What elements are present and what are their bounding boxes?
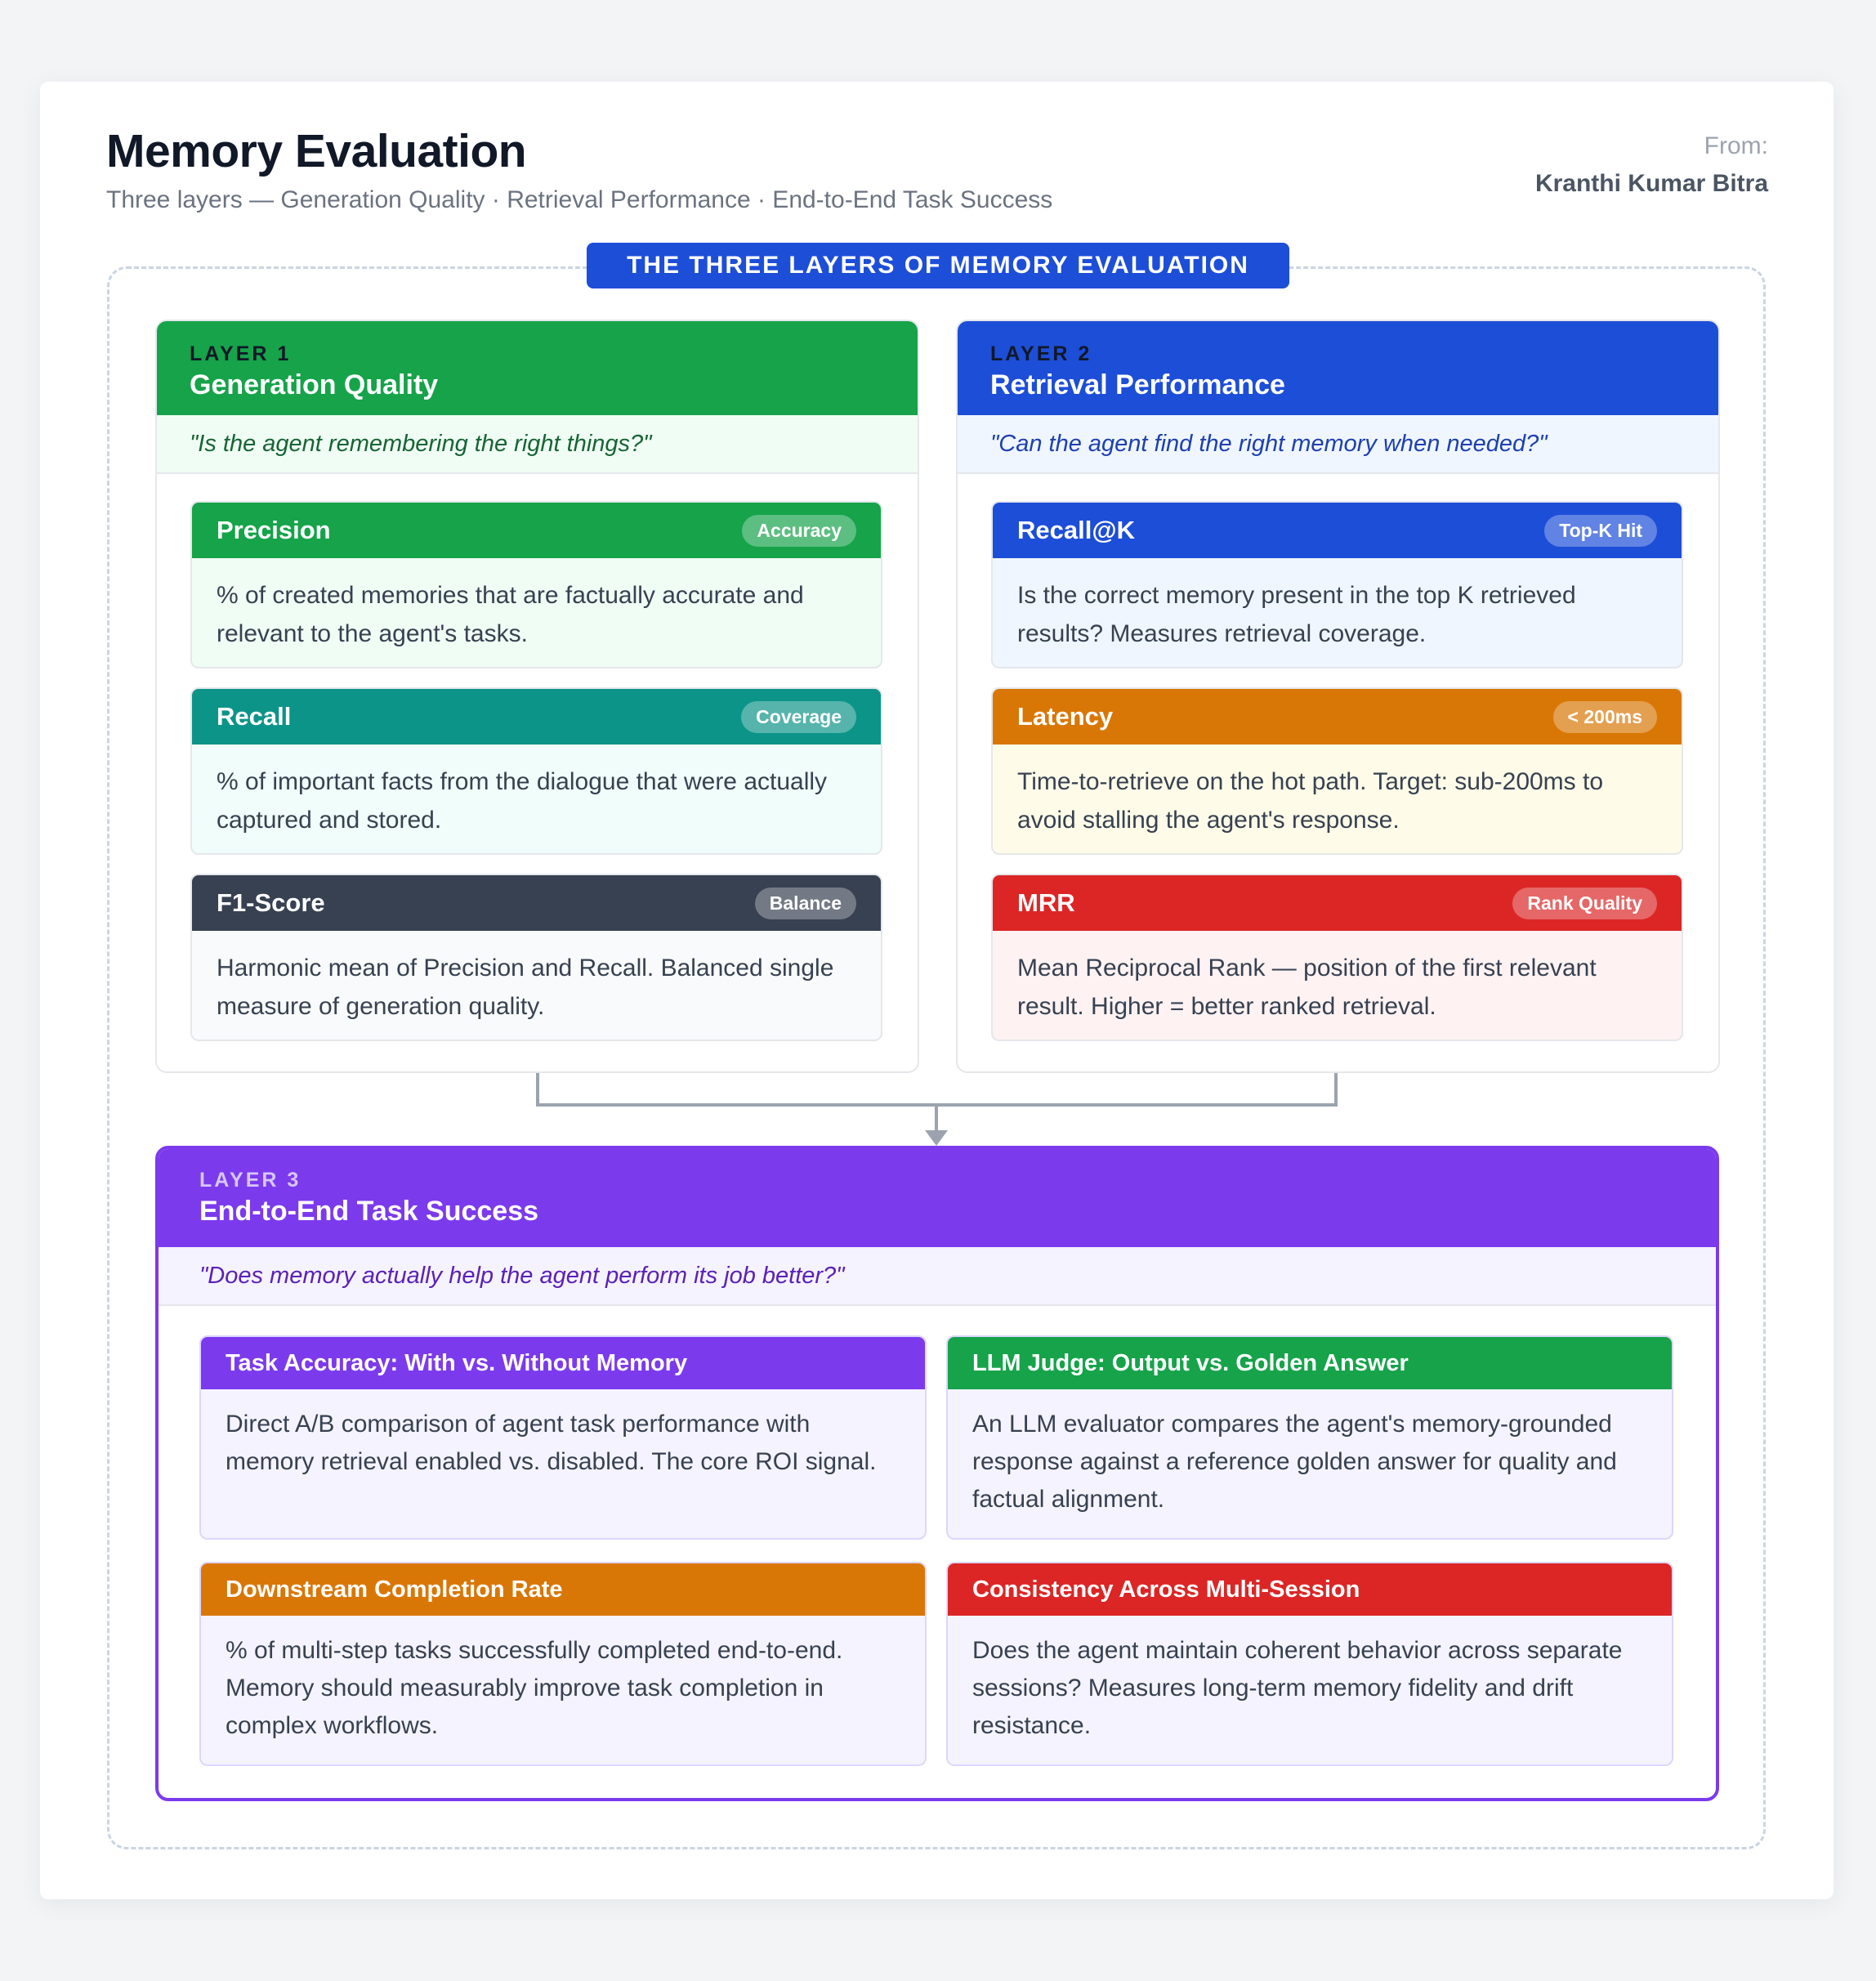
l3-item-title: Task Accuracy: With vs. Without Memory xyxy=(201,1337,925,1389)
page-subtitle: Three layers — Generation Quality · Retr… xyxy=(106,186,1053,213)
layer3-question: "Does memory actually help the agent per… xyxy=(159,1247,1716,1306)
from-label: From: xyxy=(1704,132,1768,159)
layer1-question: "Is the agent remembering the right thin… xyxy=(157,415,918,474)
metric-badge: < 200ms xyxy=(1552,700,1657,733)
metric-precision: Precision Accuracy % of created memories… xyxy=(190,501,882,669)
metric-badge: Accuracy xyxy=(742,514,856,547)
metric-latency: Latency < 200ms Time-to-retrieve on the … xyxy=(991,687,1683,855)
metric-recall-at-k: Recall@K Top-K Hit Is the correct memory… xyxy=(991,501,1683,669)
layer1-name: Generation Quality xyxy=(190,369,439,400)
l3-llm-judge: LLM Judge: Output vs. Golden Answer An L… xyxy=(946,1335,1673,1540)
layer3-tag: LAYER 3 xyxy=(199,1169,302,1192)
metric-description: Time-to-retrieve on the hot path. Target… xyxy=(1017,768,1604,834)
layer3-header: LAYER 3 End-to-End Task Success xyxy=(159,1149,1716,1247)
metric-description: Is the correct memory present in the top… xyxy=(1017,582,1576,647)
metric-recall: Recall Coverage % of important facts fro… xyxy=(190,687,882,855)
metric-badge: Coverage xyxy=(741,700,856,733)
metric-description: % of created memories that are factually… xyxy=(217,582,804,647)
metric-name: F1-Score xyxy=(217,888,325,917)
diagram-card: Memory Evaluation Three layers — Generat… xyxy=(40,82,1834,1899)
l3-item-description: Direct A/B comparison of agent task perf… xyxy=(226,1411,877,1475)
l3-item-title: Downstream Completion Rate xyxy=(201,1563,925,1616)
metric-description: % of important facts from the dialogue t… xyxy=(217,768,828,834)
metric-description: Mean Reciprocal Rank — position of the f… xyxy=(1017,955,1597,1020)
l3-item-description: An LLM evaluator compares the agent's me… xyxy=(972,1411,1617,1513)
layer2-question: "Can the agent find the right memory whe… xyxy=(958,415,1718,474)
author-name: Kranthi Kumar Bitra xyxy=(1534,170,1768,197)
arrow-head-icon xyxy=(925,1130,948,1146)
metric-badge: Balance xyxy=(754,887,856,919)
page-title: Memory Evaluation xyxy=(106,125,527,177)
layer1-tag: LAYER 1 xyxy=(190,342,292,365)
layer1-panel: LAYER 1 Generation Quality "Is the agent… xyxy=(155,320,919,1073)
l3-consistency: Consistency Across Multi-Session Does th… xyxy=(946,1562,1673,1766)
layer2-tag: LAYER 2 xyxy=(990,342,1092,365)
layer2-panel: LAYER 2 Retrieval Performance "Can the a… xyxy=(956,320,1720,1073)
frame-label: THE THREE LAYERS OF MEMORY EVALUATION xyxy=(587,243,1289,288)
metric-description: Harmonic mean of Precision and Recall. B… xyxy=(217,955,834,1020)
metric-name: Latency xyxy=(1017,702,1114,731)
layer1-header: LAYER 1 Generation Quality xyxy=(157,321,918,415)
metric-name: Recall@K xyxy=(1017,516,1135,544)
metric-name: Precision xyxy=(217,516,331,544)
layer2-name: Retrieval Performance xyxy=(990,369,1285,400)
metric-f1-score: F1-Score Balance Harmonic mean of Precis… xyxy=(190,874,882,1041)
l3-item-title: LLM Judge: Output vs. Golden Answer xyxy=(948,1337,1672,1389)
l3-item-description: % of multi-step tasks successfully compl… xyxy=(226,1637,843,1739)
l3-downstream-completion: Downstream Completion Rate % of multi-st… xyxy=(199,1562,927,1766)
metric-badge: Top-K Hit xyxy=(1544,514,1657,547)
connector-arrows xyxy=(536,1072,1338,1146)
connector-line xyxy=(536,1072,1338,1107)
layer3-name: End-to-End Task Success xyxy=(199,1196,539,1227)
metric-name: MRR xyxy=(1017,888,1075,917)
l3-task-accuracy: Task Accuracy: With vs. Without Memory D… xyxy=(199,1335,927,1540)
l3-item-description: Does the agent maintain coherent behavio… xyxy=(972,1637,1623,1739)
metric-badge: Rank Quality xyxy=(1512,887,1657,919)
metric-name: Recall xyxy=(217,702,292,731)
metric-mrr: MRR Rank Quality Mean Reciprocal Rank — … xyxy=(991,874,1683,1041)
layer3-panel: LAYER 3 End-to-End Task Success "Does me… xyxy=(155,1146,1719,1801)
layer2-header: LAYER 2 Retrieval Performance xyxy=(958,321,1718,415)
l3-item-title: Consistency Across Multi-Session xyxy=(948,1563,1672,1616)
